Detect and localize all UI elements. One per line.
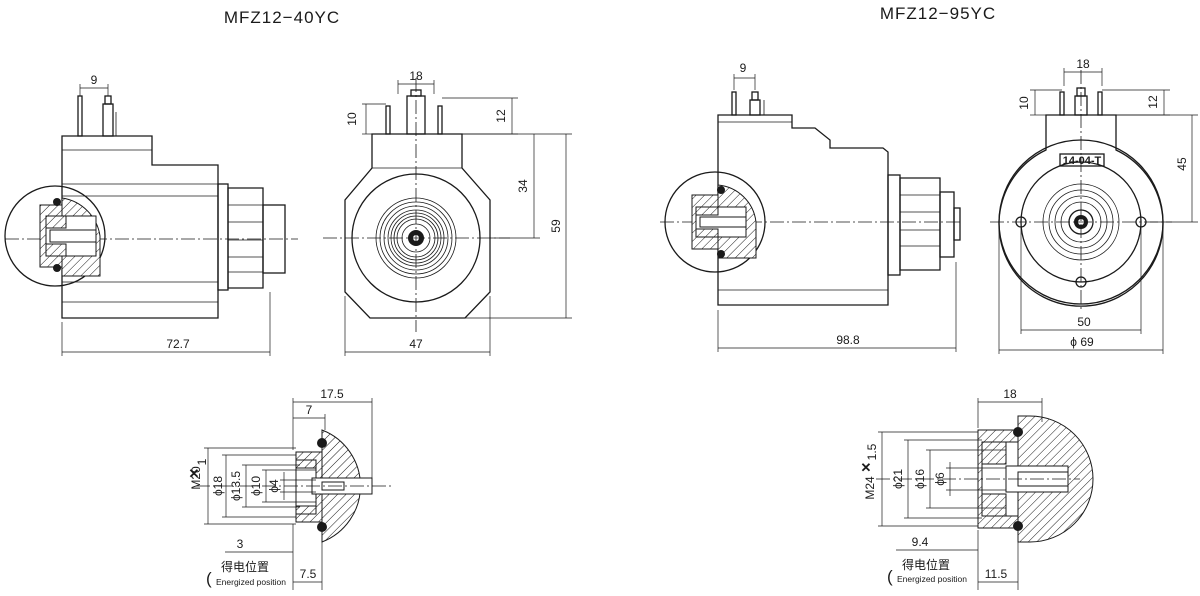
right-front-view: 14-04-T 18 10 12 45 50 <box>990 57 1198 354</box>
right-dim-pin-span: 18 <box>1076 57 1090 71</box>
detail-right-dia-21: ϕ21 <box>891 469 905 489</box>
left-dim-width: 47 <box>409 337 423 351</box>
detail-left-dim-3: 3 <box>237 537 244 551</box>
detail-left-dia-13-5: ϕ13.5 <box>229 471 243 501</box>
left-side-view: 9 72.7 <box>4 73 298 356</box>
right-dim-12: 12 <box>1146 95 1160 109</box>
left-dim-12: 12 <box>494 109 508 123</box>
detail-right: 18 M24 ✕ 1.5 ϕ21 ϕ16 ϕ6 9.4 11.5 ( 得电位置 … <box>861 387 1094 590</box>
left-dim-10: 10 <box>345 112 359 126</box>
detail-right-paren: ( <box>887 567 894 586</box>
detail-left-dim-7-5: 7.5 <box>300 567 317 581</box>
detail-left-dia-10: ϕ10 <box>249 476 263 496</box>
detail-left-dim-7: 7 <box>306 403 313 417</box>
detail-left-thread-pitch-val: 1 <box>195 458 209 465</box>
left-dim-pin-span: 18 <box>409 69 423 83</box>
detail-left-dim-17-5: 17.5 <box>320 387 344 401</box>
detail-right-dia-16: ϕ16 <box>913 469 927 489</box>
detail-left-thread-x: ✕ <box>189 466 200 481</box>
detail-right-thread-x: ✕ <box>861 460 872 475</box>
left-dim-pin-gap: 9 <box>91 73 98 87</box>
detail-right-energized-en: Energized position <box>897 574 967 584</box>
right-side-view: 9 98.8 <box>660 61 961 352</box>
detail-left-dia-4: ϕ4 <box>267 479 281 493</box>
detail-left-energized-cn: 得电位置 <box>221 559 269 574</box>
detail-right-energized-cn: 得电位置 <box>902 557 950 572</box>
detail-right-dim-18: 18 <box>1003 387 1017 401</box>
detail-right-dim-11-5: 11.5 <box>985 567 1008 581</box>
right-dim-50: 50 <box>1077 315 1091 329</box>
left-front-view: 18 10 12 34 59 47 <box>323 69 572 356</box>
detail-right-dia-6: ϕ6 <box>933 472 947 486</box>
detail-right-dim-9-4: 9.4 <box>912 535 929 549</box>
right-dim-10: 10 <box>1017 96 1031 110</box>
detail-left-paren: ( <box>206 569 213 588</box>
detail-left: 17.5 7 M20 ✕ 1 ϕ18 ϕ13.5 ϕ10 ϕ4 3 7.5 ( <box>189 387 392 590</box>
detail-left-thread-pitch: M20 <box>189 466 203 490</box>
detail-left-energized-en: Energized position <box>216 577 286 587</box>
detail-right-thread-pitch: 1.5 <box>865 443 879 460</box>
left-dim-59: 59 <box>549 219 563 233</box>
title-left-model: MFZ12−40YC <box>224 8 340 27</box>
title-right-model: MFZ12−95YC <box>880 4 996 23</box>
right-label-plate: 14-04-T <box>1063 155 1102 167</box>
detail-right-thread-size: M24 <box>863 476 877 500</box>
left-dim-length: 72.7 <box>166 337 190 351</box>
detail-left-thread-size: M20 <box>189 466 203 490</box>
detail-left-dia-18: ϕ18 <box>211 476 225 496</box>
right-dim-dia: ϕ 69 <box>1070 335 1094 349</box>
left-dim-34: 34 <box>516 179 530 193</box>
right-dim-pin-gap: 9 <box>740 61 747 75</box>
right-dim-45: 45 <box>1175 157 1189 171</box>
right-dim-length: 98.8 <box>836 333 860 347</box>
